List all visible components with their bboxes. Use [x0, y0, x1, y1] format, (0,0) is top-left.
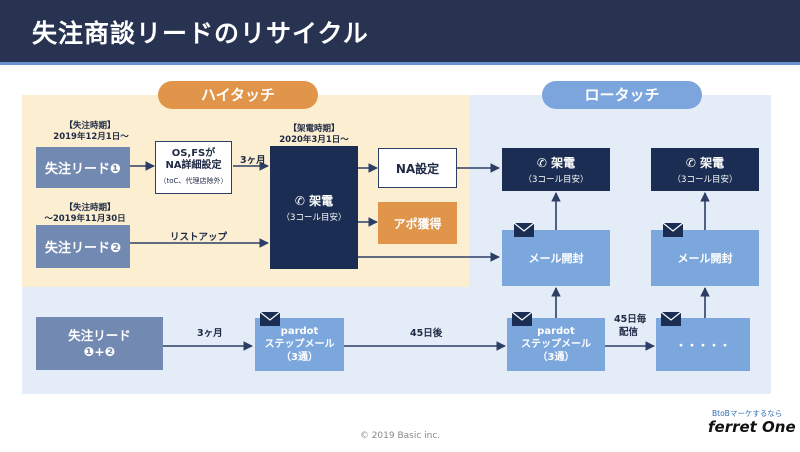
dots-box: ・・・・・	[656, 318, 750, 371]
edge-label-listup: リストアップ	[170, 232, 228, 243]
copyright: © 2019 Basic inc.	[359, 431, 441, 441]
lead2-period-head: 【失注時期】	[64, 203, 116, 213]
call-main-box: ✆ 架電 （3コール目安）	[270, 146, 358, 269]
envelope-icon	[513, 222, 535, 237]
edge-label-after45: 45日後	[410, 328, 443, 339]
lead1-label: 失注リード❶	[44, 162, 121, 177]
page-title: 失注商談リードのリサイクル	[32, 19, 369, 48]
pardot2-box: pardot ステップメール （3通）	[507, 318, 605, 371]
envelope-icon	[660, 311, 682, 326]
na-detail-line1: OS,FSが	[171, 148, 216, 159]
na-detail-line2: NA詳細設定	[165, 160, 222, 171]
pardot2-line2: ステップメール	[521, 339, 591, 350]
edge-label-3months-top: 3ヶ月	[240, 155, 266, 166]
low-call2-box: ✆ 架電 （3コール目安）	[651, 148, 759, 191]
header-divider	[0, 62, 800, 65]
low-touch-pill: ロータッチ	[542, 81, 702, 109]
lead-combined-line2: ❶+❷	[83, 343, 116, 359]
edge-label-every45-2: 配信	[619, 327, 639, 338]
lead2-box: 失注リード❷	[36, 225, 130, 268]
lead2-label: 失注リード❷	[44, 241, 121, 256]
appo-label: アポ獲得	[393, 216, 442, 231]
lead1-box: 失注リード❶	[36, 147, 130, 188]
na-detail-box: OS,FSが NA詳細設定 （toC、代理店除外）	[155, 141, 232, 194]
lead1-period-head: 【失注時期】	[64, 121, 116, 131]
edge-label-every45-1: 45日毎	[614, 314, 647, 325]
pardot1-line3: （3通）	[281, 352, 318, 363]
call-period-date: 2020年3月1日～	[279, 135, 349, 145]
high-touch-pill: ハイタッチ	[158, 81, 318, 109]
lead-combined-line1: 失注リード	[68, 327, 131, 343]
envelope-icon	[511, 311, 533, 326]
low-call1-label: 架電	[551, 156, 576, 170]
envelope-icon	[259, 311, 281, 326]
mail-open2-box: メール開封	[651, 230, 759, 286]
lead2-period: ～2019年11月30日	[44, 214, 126, 224]
appo-box: アポ獲得	[378, 202, 457, 244]
low-call2-label: 架電	[700, 156, 725, 170]
na-setting-box: NA設定	[378, 148, 457, 188]
call-main-sub: （3コール目安）	[281, 213, 347, 223]
na-setting-label: NA設定	[395, 161, 440, 176]
low-call2-sub: （3コール目安）	[672, 175, 738, 185]
dots-label: ・・・・・	[675, 338, 731, 352]
phone-icon: ✆	[536, 156, 547, 170]
mail-open2-label: メール開封	[677, 252, 733, 265]
header-bar: 失注商談リードのリサイクル	[0, 0, 800, 62]
low-call1-sub: （3コール目安）	[523, 175, 589, 185]
edge-label-3months-bottom: 3ヶ月	[197, 328, 223, 339]
mail-open1-box: メール開封	[502, 230, 610, 286]
na-detail-note: （toC、代理店除外）	[159, 177, 228, 185]
low-call1-box: ✆ 架電 （3コール目安）	[502, 148, 610, 191]
lead1-period: 2019年12月1日～	[53, 132, 129, 142]
logo-name: ferret One	[708, 418, 796, 436]
call-main-label: 架電	[309, 194, 334, 208]
mail-open1-label: メール開封	[528, 252, 584, 265]
phone-icon: ✆	[294, 194, 305, 208]
pardot2-line3: （3通）	[537, 352, 575, 363]
phone-icon: ✆	[685, 156, 696, 170]
pardot1-line2: ステップメール	[264, 339, 335, 350]
lead-combined-box: 失注リード ❶+❷	[36, 317, 163, 370]
call-period-head: 【架電時期】	[288, 124, 340, 134]
envelope-icon	[662, 222, 684, 237]
pardot2-line1: pardot	[537, 326, 575, 337]
pardot1-line1: pardot	[280, 326, 319, 337]
pardot1-box: pardot ステップメール （3通）	[255, 318, 344, 371]
logo-tagline: BtoBマーケするなら	[712, 409, 783, 418]
